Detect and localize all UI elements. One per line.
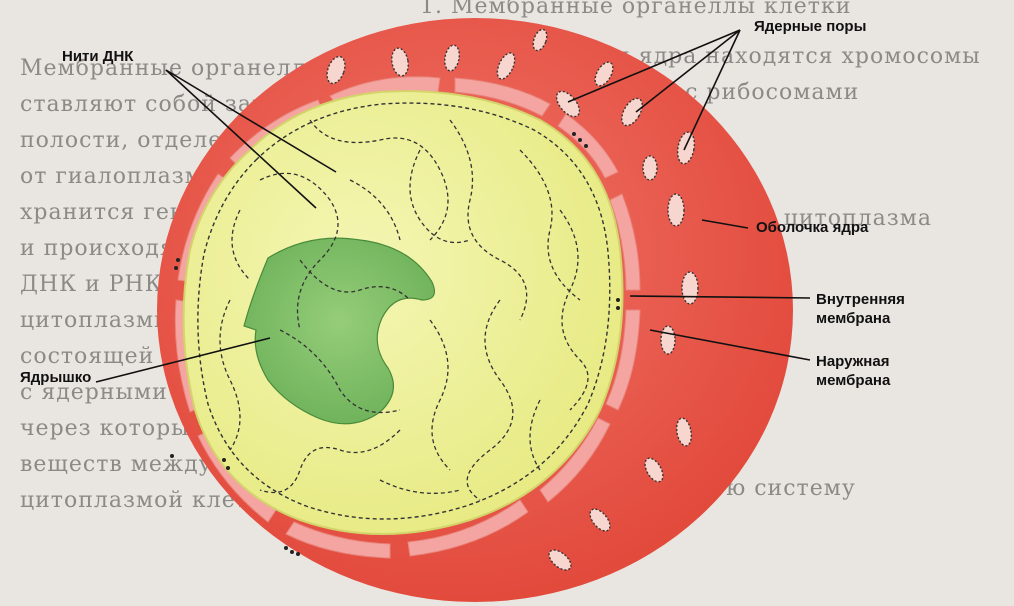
- membrane-segment: [609, 193, 641, 291]
- nuclear-pore: [326, 55, 346, 85]
- nuclear-pore: [676, 131, 696, 165]
- label-dna-threads: Нити ДНК: [62, 48, 134, 65]
- leader-lines: [95, 29, 811, 383]
- nuclear-pores: [326, 28, 699, 571]
- nuclear-pore: [642, 155, 658, 181]
- inner-membrane-edge: [197, 102, 611, 520]
- pore-dots: [170, 132, 620, 556]
- nuclear-pore: [667, 193, 685, 227]
- label-outer-membrane-line2: мембрана: [816, 372, 891, 389]
- nuclear-pore: [681, 271, 699, 305]
- label-inner-membrane: Внутренняя мембрана: [816, 290, 905, 328]
- nuclear-pore: [444, 44, 460, 72]
- membrane-segment: [407, 499, 529, 557]
- nuclear-pore: [660, 325, 676, 355]
- nuclear-pore: [675, 417, 693, 447]
- nuclear-pore: [391, 47, 409, 77]
- label-nuclear-envelope: Оболочка ядра: [756, 219, 869, 236]
- membrane-segment: [285, 521, 391, 559]
- nucleoplasm: [182, 90, 624, 535]
- nuclear-pore: [496, 52, 516, 80]
- background-heading: 1. Мембранные органеллы клетки: [420, 0, 852, 19]
- label-inner-membrane-line1: Внутренняя: [816, 291, 905, 308]
- membrane-segment: [539, 417, 611, 503]
- membrane-segment: [454, 77, 551, 117]
- nuclear-pore: [594, 61, 614, 87]
- dna-threads: [219, 119, 589, 501]
- nuclear-pore: [644, 457, 664, 483]
- label-outer-membrane: Наружная мембрана: [816, 352, 890, 390]
- label-outer-membrane-line1: Наружная: [816, 353, 890, 370]
- label-nucleolus: Ядрышко: [20, 369, 92, 386]
- nucleolus: [243, 237, 435, 425]
- membrane-segment: [605, 309, 641, 411]
- label-nuclear-pores: Ядерные поры: [754, 18, 867, 35]
- nuclear-pore: [532, 28, 548, 52]
- label-inner-membrane-line2: мембрана: [816, 310, 891, 327]
- nuclear-pore: [548, 549, 572, 571]
- nuclear-pore: [589, 508, 611, 532]
- nuclear-pore: [621, 97, 643, 127]
